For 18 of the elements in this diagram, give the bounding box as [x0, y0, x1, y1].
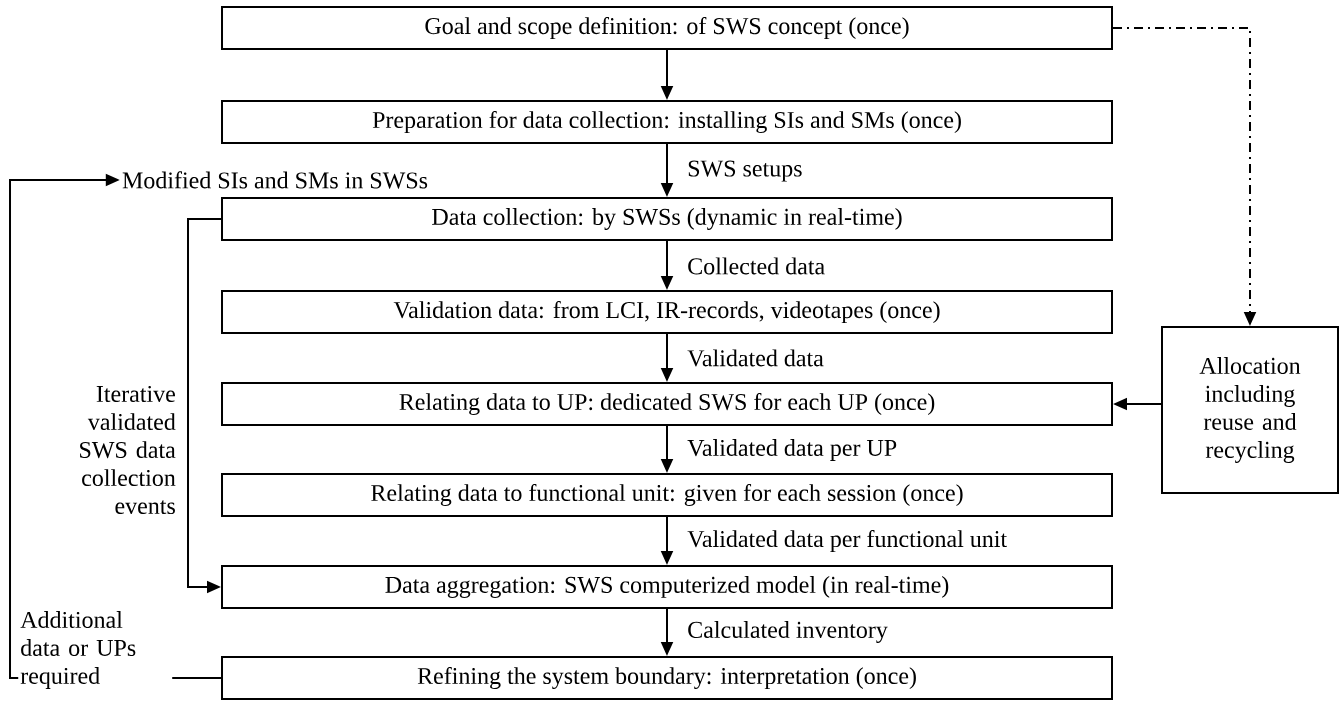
process-box: Allocation including reuse and recycling — [1161, 326, 1339, 494]
edge-label: Collected data — [685, 255, 828, 277]
edge-label: Iterative validated SWS data collection events — [48, 383, 178, 517]
process-box: Data collection: by SWSs (dynamic in real-time) — [221, 197, 1113, 241]
bare-text: Modified SIs and SMs in SWSs — [122, 171, 428, 189]
process-box: Validation data: from LCI, IR-records, videotapes (once) — [221, 290, 1113, 334]
edge-label: Validated data per UP — [685, 437, 900, 463]
edge-label: SWS setups — [685, 158, 805, 184]
process-box: Relating data to UP: dedicated SWS for each UP (once) — [221, 382, 1113, 426]
process-box: Preparation for data collection: installing SIs and SMs (once) — [221, 100, 1113, 144]
edge-label: Calculated inventory — [685, 619, 890, 645]
process-box: Goal and scope definition: of SWS concept (once) — [221, 6, 1113, 50]
process-box: Data aggregation: SWS computerized model (in real-time) — [221, 565, 1113, 609]
edge-label: Validated data — [685, 347, 826, 369]
process-box: Refining the system boundary: interpretation (once) — [221, 656, 1113, 700]
edge-label: Additional data or UPs required — [18, 609, 173, 691]
process-box: Relating data to functional unit: given for each session (once) — [221, 473, 1113, 517]
edge-label: Validated data per functional unit — [685, 528, 1010, 554]
